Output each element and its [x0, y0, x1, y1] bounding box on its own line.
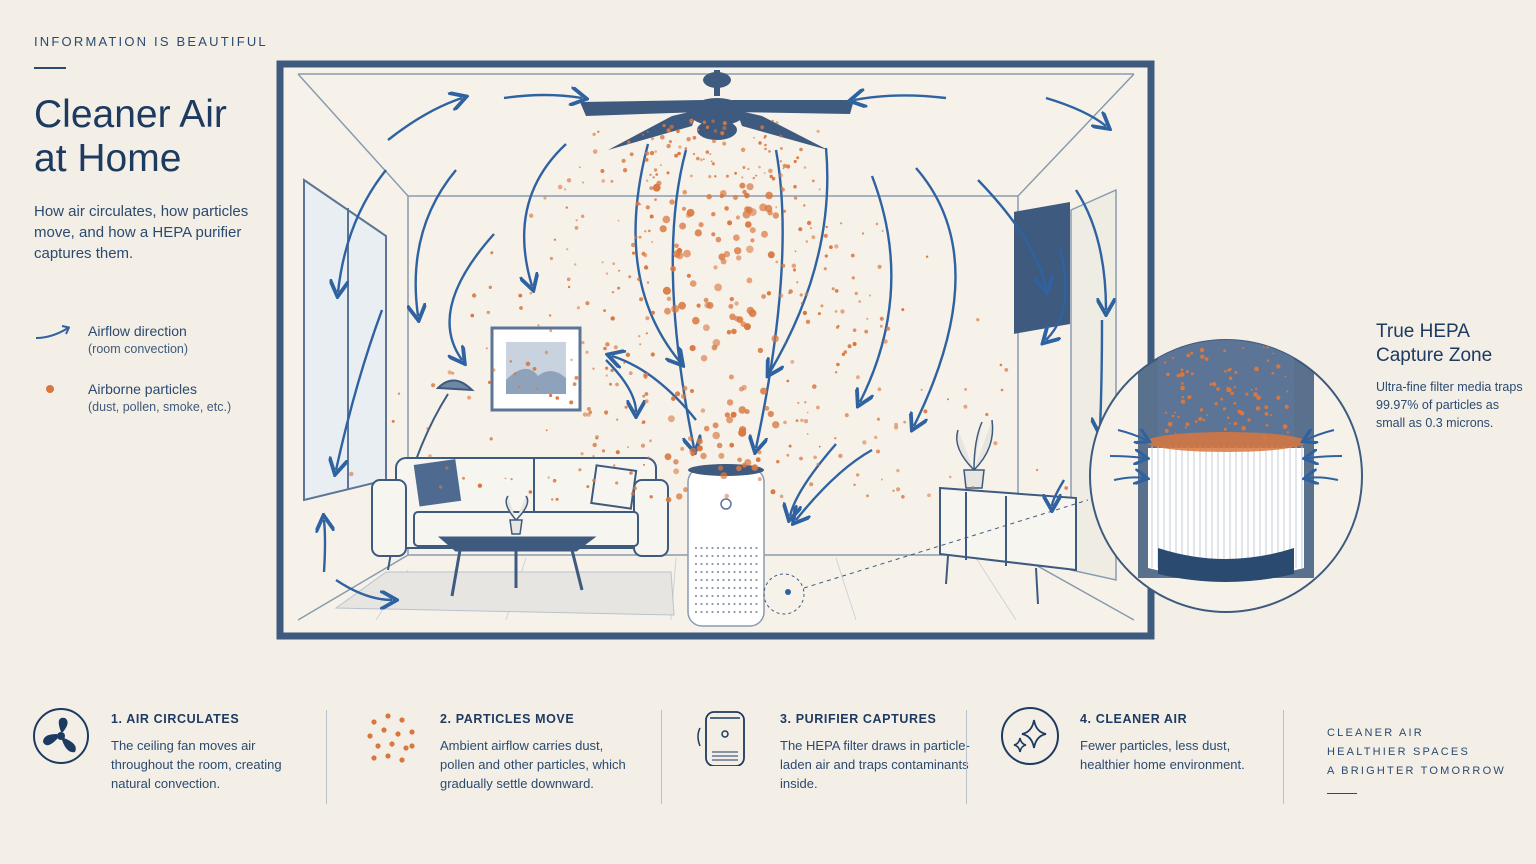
- tagline: CLEANER AIR HEALTHIER SPACES A BRIGHTER …: [1327, 724, 1506, 794]
- legend-label: Airborne particles: [88, 381, 197, 397]
- legend-sublabel: (room convection): [88, 342, 189, 356]
- airborne-particles: [349, 118, 1069, 503]
- steps-row: 1. AIR CIRCULATES The ceiling fan moves …: [0, 700, 1536, 810]
- title-line-1: Cleaner Air: [34, 93, 227, 136]
- potted-plant: [956, 419, 994, 489]
- step-heading: 2. PARTICLES MOVE: [440, 712, 575, 726]
- sofa-cushion: [590, 464, 638, 510]
- tagline-line: CLEANER AIR: [1327, 727, 1424, 739]
- step-text: Ambient airflow carries dust, pollen and…: [440, 738, 626, 791]
- ceiling-fan: [580, 70, 854, 150]
- air-purifier: [687, 464, 765, 627]
- title-line-2: at Home: [34, 137, 182, 180]
- divider: [661, 710, 662, 804]
- tagline-line: HEALTHIER SPACES: [1327, 746, 1470, 758]
- tv-stand: [939, 486, 1077, 605]
- page-subtitle: How air circulates, how particles move, …: [34, 203, 249, 262]
- step-heading: 4. CLEANER AIR: [1080, 712, 1188, 726]
- legend-label: Airflow direction: [88, 323, 187, 339]
- divider: [326, 710, 327, 804]
- television: [1014, 201, 1070, 334]
- callout-description: Ultra-fine filter media traps 99.97% of …: [1376, 380, 1523, 430]
- callout-title-line-1: True HEPA: [1376, 321, 1470, 342]
- step-text: Fewer particles, less dust, healthier ho…: [1080, 738, 1245, 772]
- divider: [966, 710, 967, 804]
- purifier-icon: [697, 711, 745, 766]
- callout-title: True HEPA Capture Zone: [1376, 320, 1526, 368]
- rug: [334, 571, 675, 616]
- brand-divider: [34, 67, 66, 69]
- table-plant: [505, 495, 529, 535]
- airflow-arrows: [324, 95, 1106, 600]
- window: [303, 178, 387, 502]
- sofa-cushion: [413, 459, 462, 507]
- fan-icon: [33, 708, 89, 764]
- legend: Airflow direction (room convection) Airb…: [34, 322, 274, 416]
- step-text: The HEPA filter draws in particle-laden …: [780, 738, 970, 791]
- divider: [1283, 710, 1284, 804]
- intro-panel: INFORMATION IS BEAUTIFUL Cleaner Air at …: [34, 34, 274, 438]
- step-heading: 3. PURIFIER CAPTURES: [780, 712, 937, 726]
- tagline-line: A BRIGHTER TOMORROW: [1327, 765, 1506, 777]
- hepa-zoom-lens: [1089, 339, 1363, 613]
- callout-leader: [803, 499, 1089, 589]
- coffee-table: [437, 536, 597, 597]
- sparkle-icon: [1001, 707, 1059, 765]
- callout-title-line-2: Capture Zone: [1376, 345, 1493, 366]
- brand-label: INFORMATION IS BEAUTIFUL: [34, 34, 268, 49]
- legend-sublabel: (dust, pollen, smoke, etc.): [88, 400, 232, 414]
- tagline-rule: [1327, 793, 1357, 794]
- particles-icon: [367, 713, 415, 763]
- room-illustration: [276, 60, 1155, 640]
- arrow-icon: [34, 322, 88, 344]
- wall-picture: [490, 326, 582, 412]
- step-heading: 1. AIR CIRCULATES: [111, 712, 240, 726]
- page-title: Cleaner Air at Home: [34, 93, 274, 181]
- legend-item-airflow: Airflow direction (room convection): [34, 322, 274, 358]
- legend-item-particles: Airborne particles (dust, pollen, smoke,…: [34, 380, 274, 416]
- hepa-callout: True HEPA Capture Zone Ultra-fine filter…: [1376, 320, 1526, 432]
- particle-dot-icon: [34, 380, 88, 402]
- step-text: The ceiling fan moves air throughout the…: [111, 738, 282, 791]
- intake-marker: [763, 573, 805, 615]
